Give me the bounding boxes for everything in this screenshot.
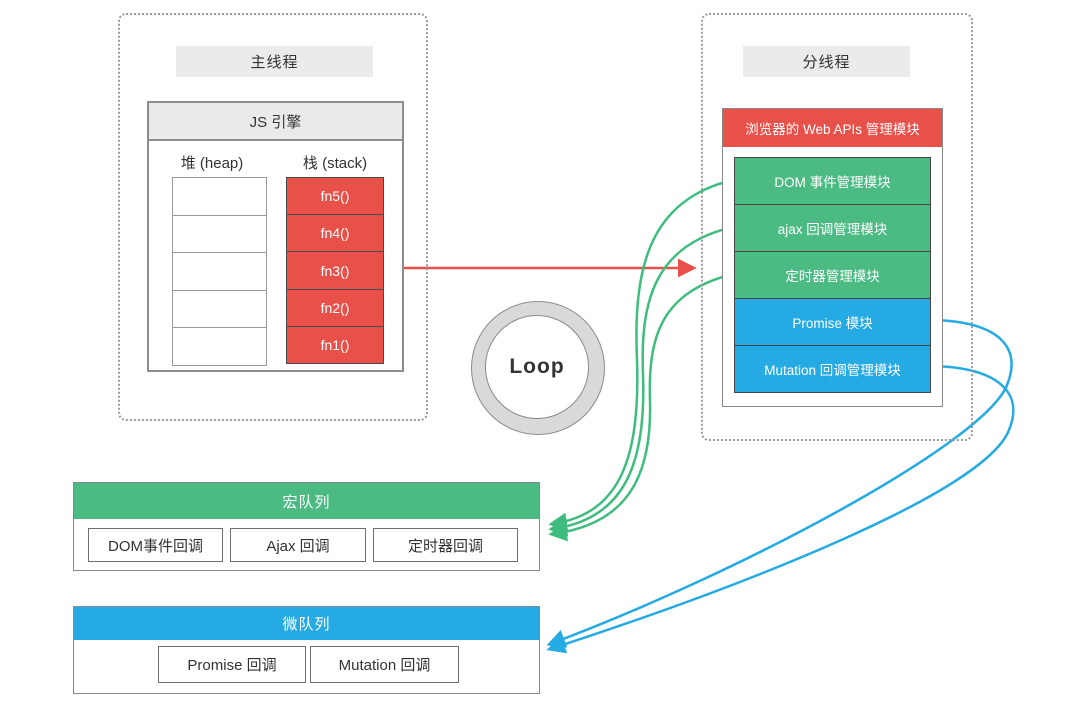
heap-cell [173,216,266,254]
module-dom-events: DOM 事件管理模块 [734,157,931,205]
heap-cell [173,328,266,365]
web-apis-module-list: DOM 事件管理模块 ajax 回调管理模块 定时器管理模块 Promise 模… [734,157,931,393]
stack-frame: fn3() [286,251,384,290]
micro-queue-box: 微队列 Promise 回调 Mutation 回调 [73,606,540,694]
heap-cell [173,291,266,329]
macro-queue-title: 宏队列 [74,483,539,519]
worker-thread-title: 分线程 [743,46,910,77]
micro-queue-item-mutation: Mutation 回调 [310,646,459,683]
heap-label: 堆 (heap) [180,155,244,172]
event-loop-ring: Loop [471,301,605,435]
js-engine-box: JS 引擎 堆 (heap) 栈 (stack) fn5() fn4() fn3… [147,101,404,372]
micro-queue-item-promise: Promise 回调 [158,646,306,683]
micro-queue-title: 微队列 [74,607,539,640]
module-ajax-callbacks: ajax 回调管理模块 [734,204,931,252]
stack-column: fn5() fn4() fn3() fn2() fn1() [286,177,384,365]
module-mutation: Mutation 回调管理模块 [734,345,931,393]
event-loop-label: Loop [485,315,589,419]
stack-label: 栈 (stack) [302,155,368,172]
heap-cell [173,178,266,216]
stack-frame: fn2() [286,288,384,327]
js-engine-title: JS 引擎 [149,103,402,141]
worker-thread-panel [701,13,973,441]
stack-frame: fn5() [286,177,384,216]
stack-frame: fn4() [286,214,384,253]
stack-frame: fn1() [286,325,384,365]
module-promise: Promise 模块 [734,298,931,346]
macro-queue-item-ajax: Ajax 回调 [230,528,366,562]
macro-queue-item-timer: 定时器回调 [373,528,518,562]
main-thread-panel [118,13,428,421]
web-apis-box: 浏览器的 Web APIs 管理模块 DOM 事件管理模块 ajax 回调管理模… [722,108,943,407]
web-apis-title: 浏览器的 Web APIs 管理模块 [723,109,942,147]
macro-queue-item-dom: DOM事件回调 [88,528,223,562]
main-thread-title: 主线程 [176,46,373,77]
macro-queue-box: 宏队列 DOM事件回调 Ajax 回调 定时器回调 [73,482,540,571]
heap-cell [173,253,266,291]
heap-column [172,177,267,366]
module-timers: 定时器管理模块 [734,251,931,299]
